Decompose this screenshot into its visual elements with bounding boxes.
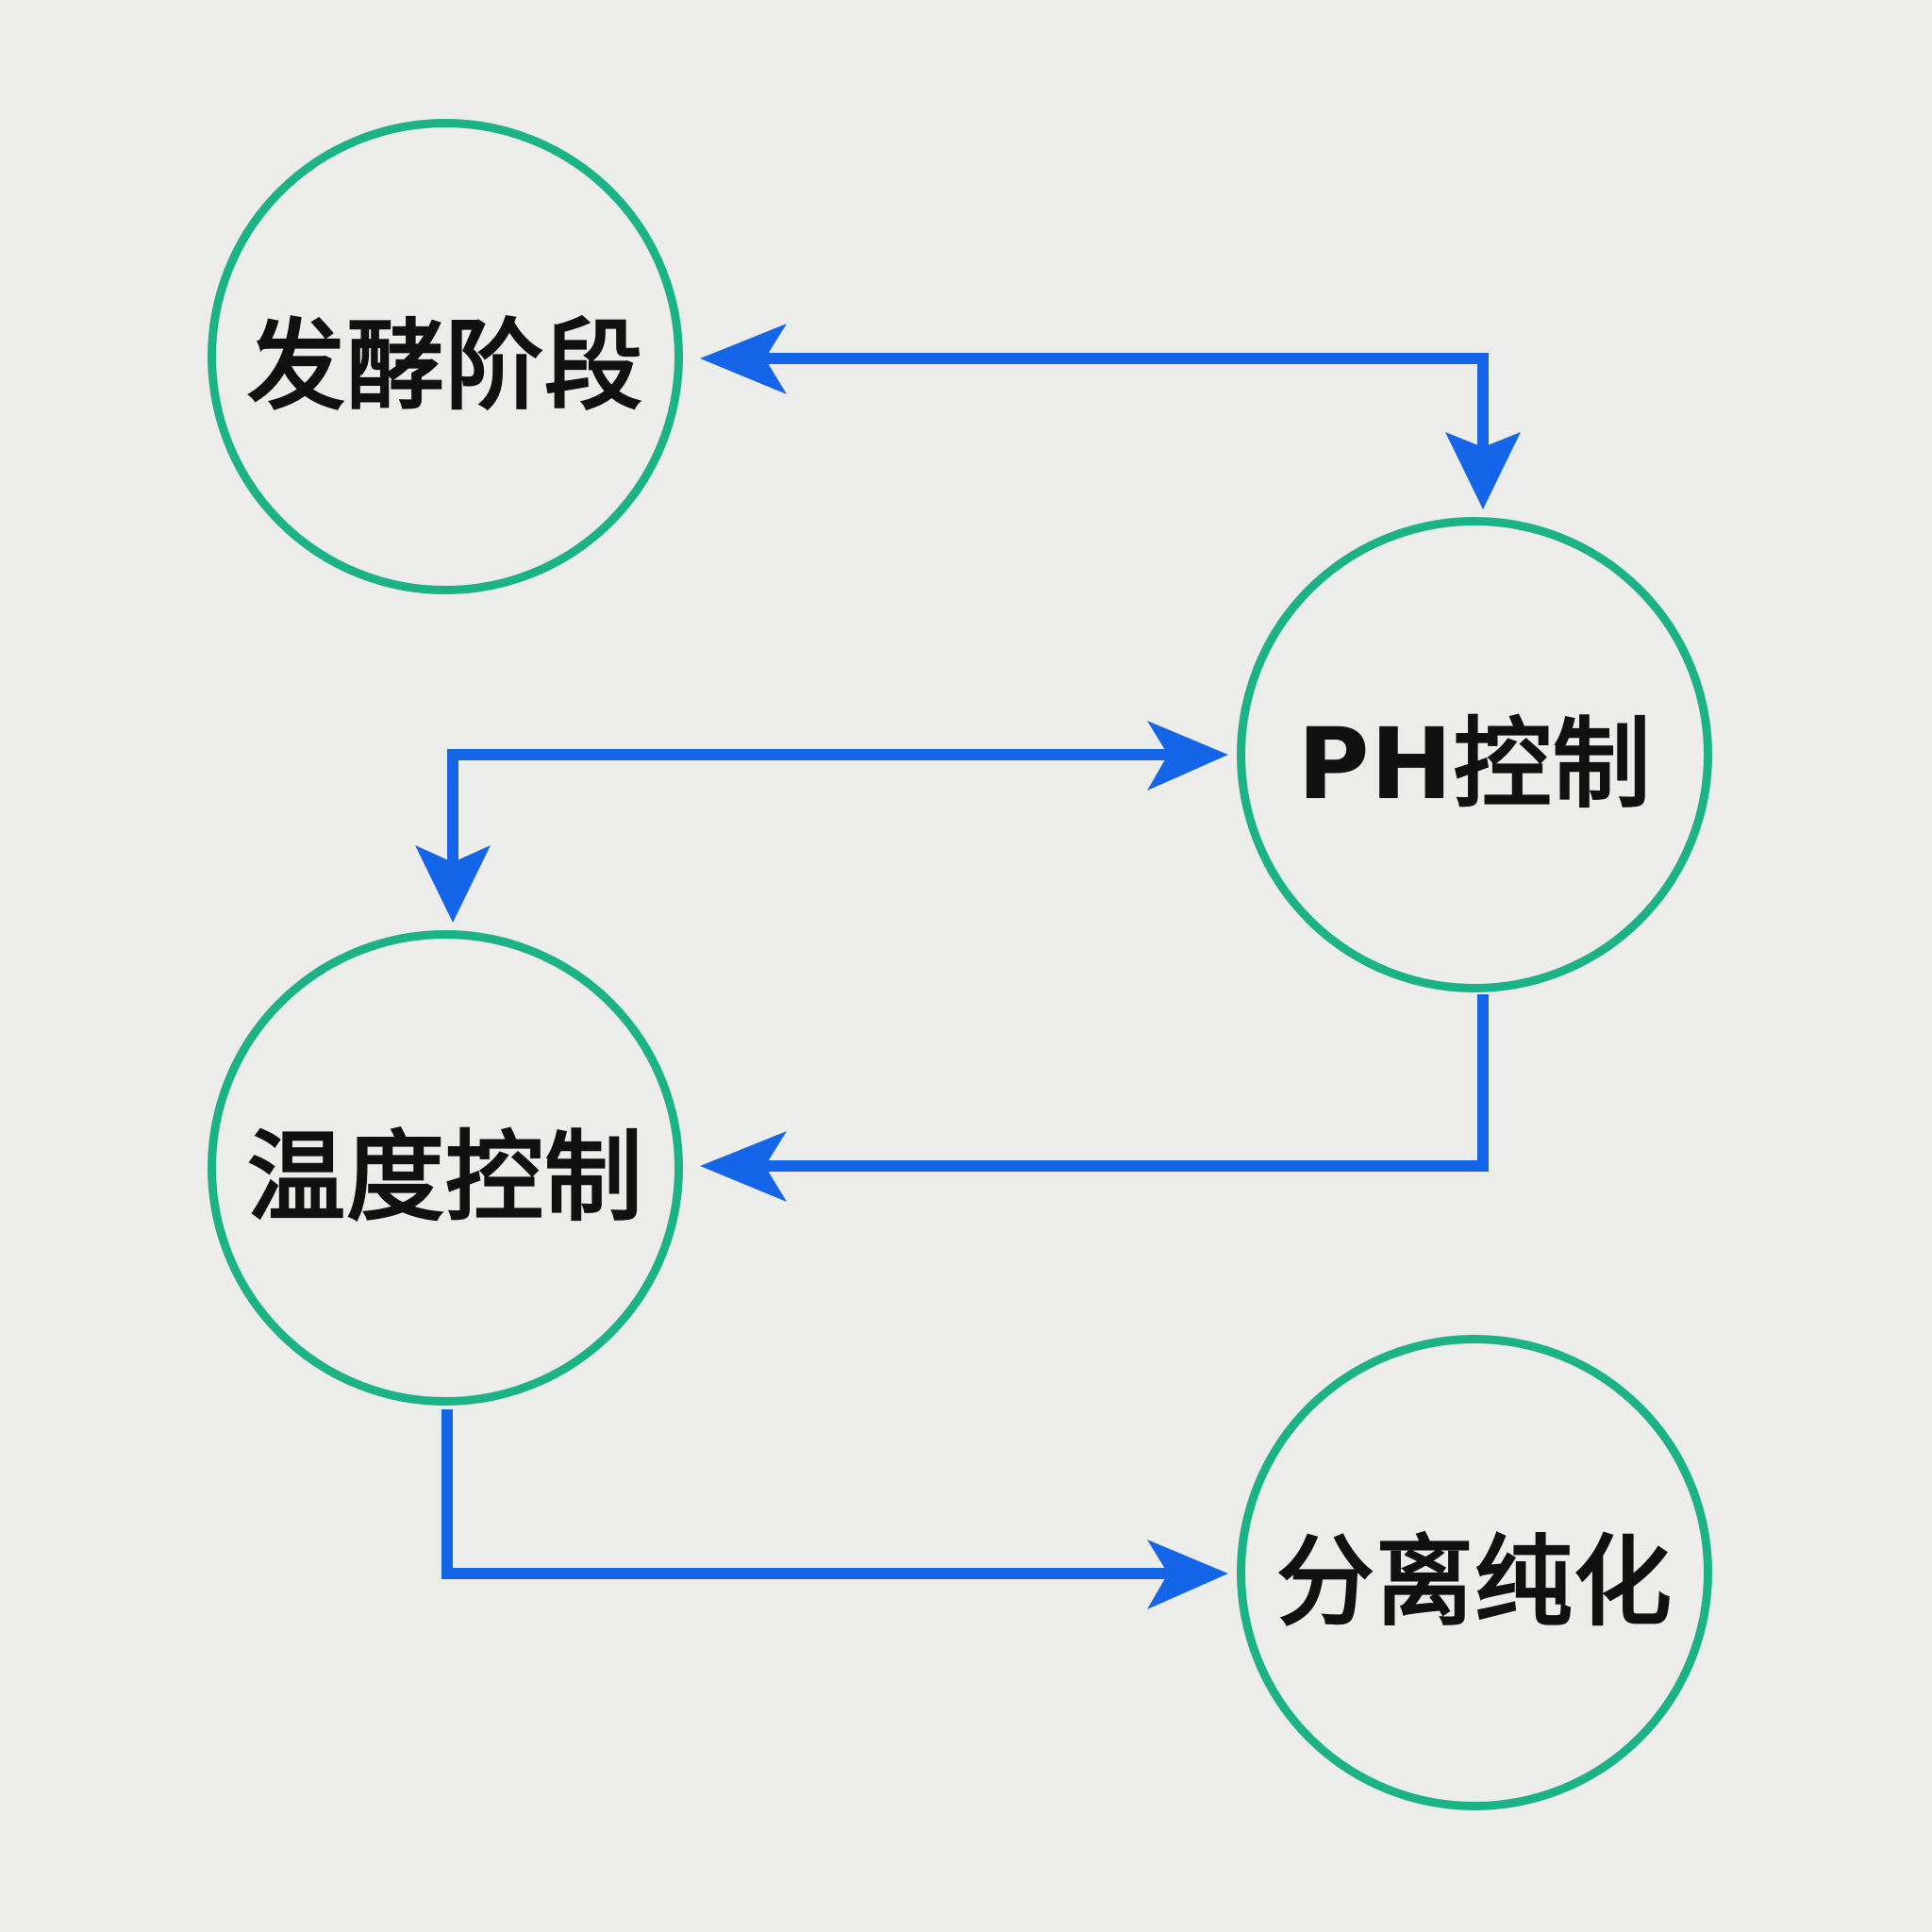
node-fermentation-label: 发酵阶段: [246, 308, 643, 424]
arrowhead-to-ph: [1445, 432, 1521, 509]
node-temperature-control-label: 温度控制: [246, 1119, 643, 1235]
node-ph-control-label: PH控制: [1297, 706, 1652, 822]
edge-line: [447, 749, 1177, 866]
edge-ph-temperature-upper: [415, 721, 1228, 923]
node-separation-purification: 分离纯化: [1237, 1335, 1712, 1810]
arrowhead-to-separation: [1147, 1540, 1228, 1609]
node-fermentation: 发酵阶段: [208, 119, 683, 594]
edge-temperature-separation: [441, 1409, 1228, 1609]
arrowhead-to-temperature: [415, 845, 491, 923]
node-temperature-control: 温度控制: [208, 930, 683, 1406]
edge-ph-temperature-lower: [700, 994, 1489, 1202]
arrowhead-to-fermentation: [700, 324, 787, 394]
node-separation-purification-label: 分离纯化: [1275, 1524, 1673, 1640]
edge-line: [745, 994, 1489, 1172]
node-ph-control: PH控制: [1237, 517, 1712, 992]
edge-fermentation-ph: [700, 324, 1521, 509]
edge-line: [745, 353, 1489, 449]
arrowhead-to-ph: [1147, 721, 1228, 791]
arrowhead-to-temperature: [700, 1131, 787, 1202]
edge-line: [441, 1409, 1177, 1579]
